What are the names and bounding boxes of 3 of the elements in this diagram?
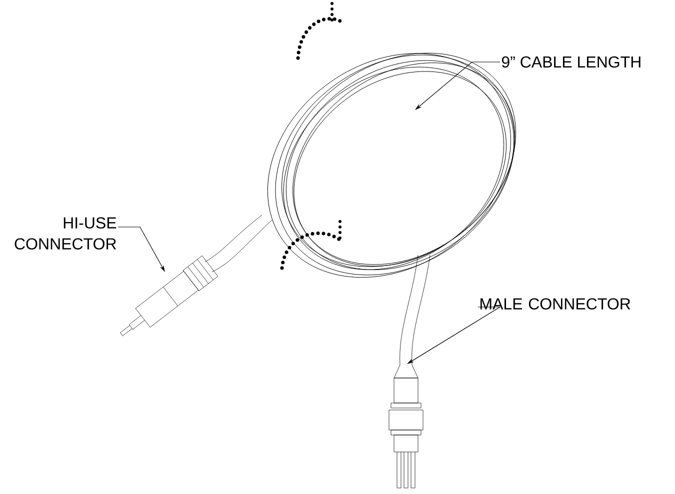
callout-text: 9” CABLE LENGTH xyxy=(502,56,640,68)
callout-text: MALE CONNECTOR xyxy=(480,298,630,310)
callout-text: HI-USE CONNECTOR xyxy=(14,217,116,250)
